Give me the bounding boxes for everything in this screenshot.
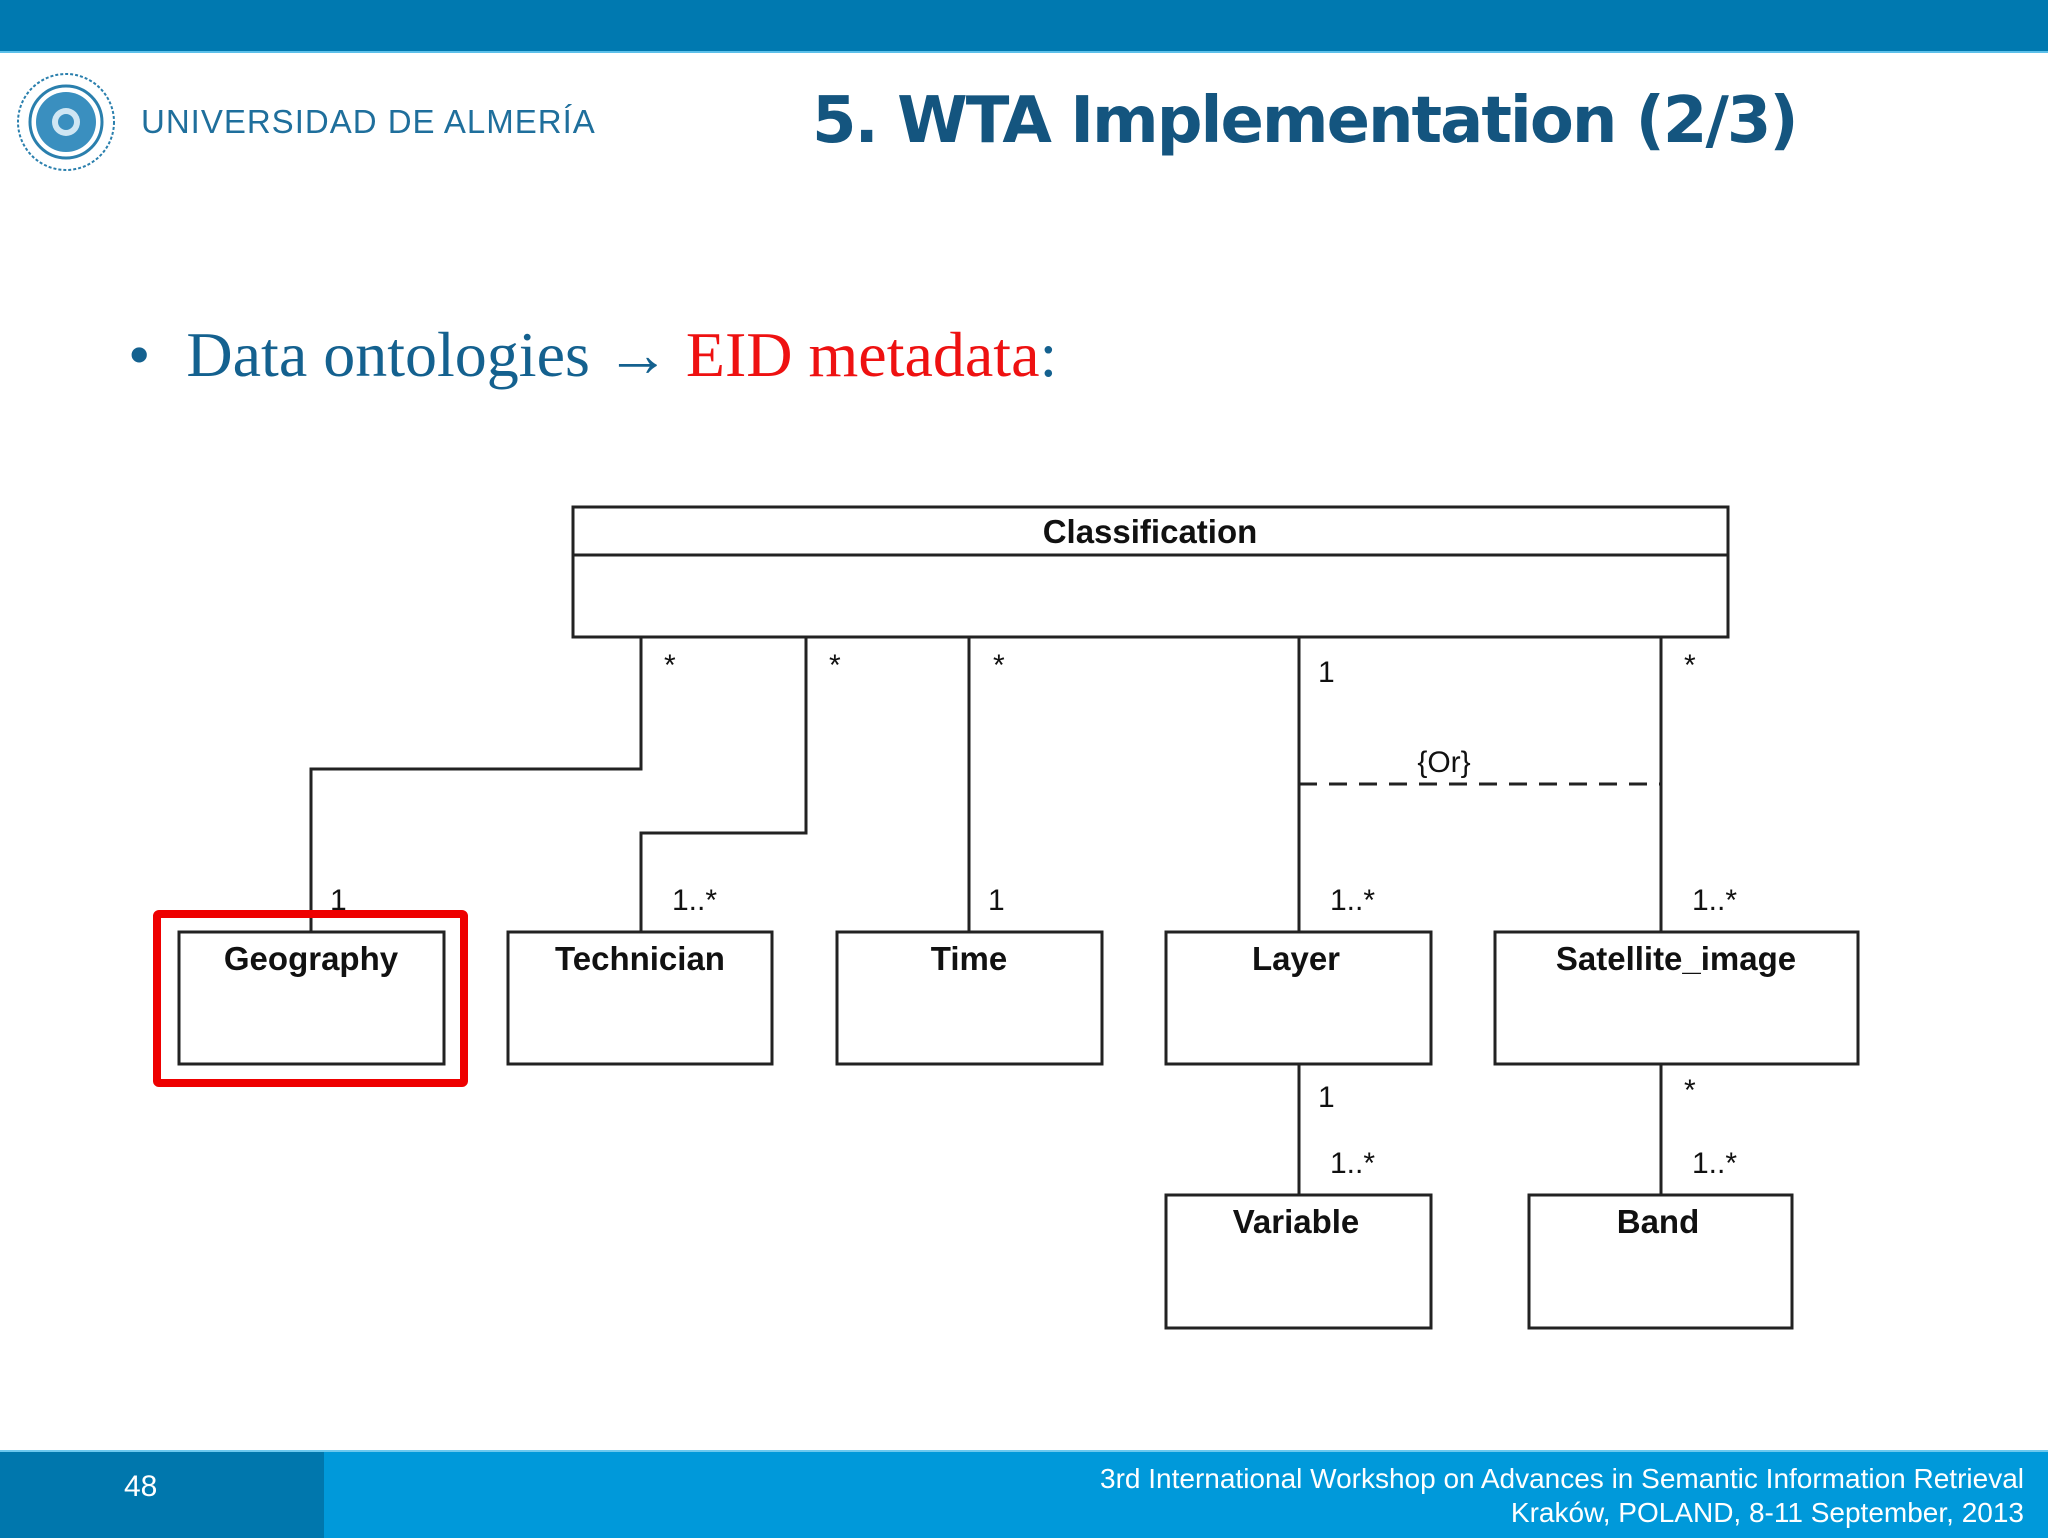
page-number: 48 <box>124 1470 158 1503</box>
class-box-variable <box>1164 1193 1433 1330</box>
multiplicity: * <box>829 649 841 682</box>
top-bar <box>0 0 2048 53</box>
conference-name: 3rd International Workshop on Advances i… <box>1100 1463 2024 1494</box>
multiplicity: 1 <box>1318 656 1335 689</box>
bullet-highlight: EID metadata <box>685 319 1040 390</box>
class-box-technician <box>506 930 774 1066</box>
multiplicity: * <box>993 649 1005 682</box>
university-seal-logo <box>17 73 115 171</box>
slide-title: 5. WTA Implementation (2/3) <box>812 84 1799 158</box>
multiplicity: 1 <box>1318 1081 1335 1114</box>
conference-location-date: Kraków, POLAND, 8-11 September, 2013 <box>1510 1497 2024 1528</box>
multiplicity: 1..* <box>1692 1147 1737 1180</box>
class-name-satellite-image: Satellite_image <box>1556 940 1796 977</box>
class-name-band: Band <box>1617 1203 1700 1240</box>
multiplicity: * <box>1684 1074 1696 1107</box>
multiplicity: 1..* <box>1330 1147 1375 1180</box>
class-box-band <box>1527 1193 1794 1330</box>
conference-info: 3rd International Workshop on Advances i… <box>1100 1462 2024 1530</box>
class-name-time: Time <box>931 940 1007 977</box>
class-box-satellite-image <box>1493 930 1860 1066</box>
class-name-technician: Technician <box>555 940 725 977</box>
multiplicity: 1..* <box>1692 884 1737 917</box>
or-constraint-label: {Or} <box>1417 746 1470 779</box>
multiplicity: * <box>664 649 676 682</box>
association-geography <box>309 637 643 932</box>
highlight-box <box>153 910 468 1087</box>
bullet-text: Data ontologies <box>186 319 590 390</box>
university-name: UNIVERSIDAD DE ALMERÍA <box>141 103 596 140</box>
multiplicity: * <box>1684 649 1696 682</box>
class-name-layer: Layer <box>1252 940 1340 977</box>
class-box-geography <box>177 930 446 1066</box>
arrow-icon: → <box>605 319 670 390</box>
footer: 48 3rd International Workshop on Advance… <box>0 1450 2048 1538</box>
bullet-marker: • <box>128 319 151 390</box>
class-box-time <box>835 930 1104 1066</box>
class-name-variable: Variable <box>1233 1203 1360 1240</box>
class-name-geography: Geography <box>224 940 399 977</box>
multiplicity: 1 <box>988 884 1005 917</box>
class-box-classification <box>571 505 1730 639</box>
class-name-classification: Classification <box>1043 513 1258 550</box>
bullet-item: • Data ontologies → EID metadata: <box>128 318 1057 392</box>
multiplicity: 1..* <box>1330 884 1375 917</box>
multiplicity: 1 <box>330 884 347 917</box>
association-technician <box>639 637 808 932</box>
multiplicity: 1..* <box>672 884 717 917</box>
class-box-layer <box>1164 930 1433 1066</box>
bullet-colon: : <box>1039 319 1058 390</box>
page-number-block: 48 <box>0 1452 324 1538</box>
